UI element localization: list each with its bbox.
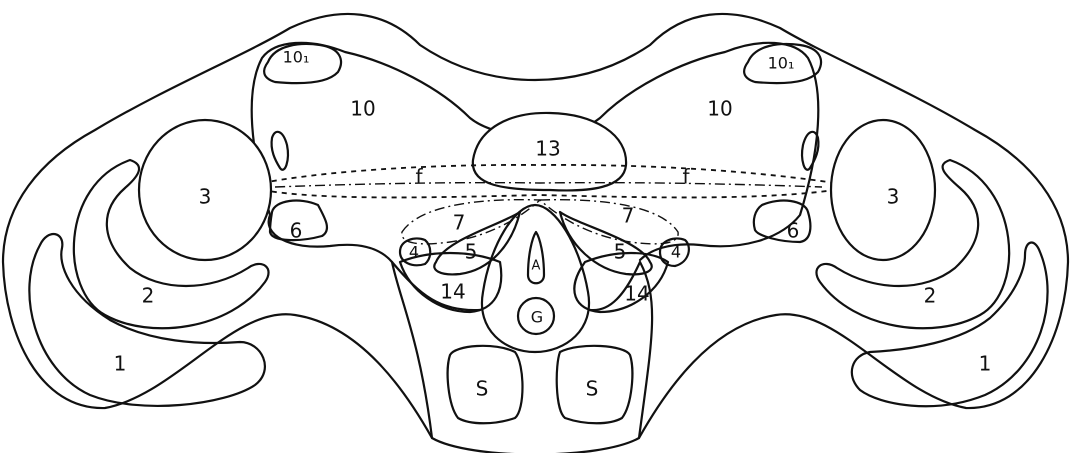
label-region-7-left: 7 bbox=[453, 211, 466, 235]
label-region-2-right: 2 bbox=[924, 284, 937, 308]
label-fiber-f-right: f bbox=[682, 165, 690, 189]
label-region-6-right: 6 bbox=[787, 219, 800, 243]
central-a-region bbox=[482, 205, 589, 352]
label-fiber-f-left: f bbox=[415, 165, 423, 189]
label-region-5-right: 5 bbox=[614, 240, 627, 264]
label-region-7-right: 7 bbox=[622, 204, 635, 228]
label-region-3-left: 3 bbox=[199, 185, 212, 209]
region-7-left bbox=[402, 200, 540, 244]
label-region-3-right: 3 bbox=[887, 185, 900, 209]
region-1-right bbox=[852, 243, 1048, 407]
label-region-s-left: S bbox=[476, 377, 489, 401]
label-region-g: G bbox=[531, 308, 543, 327]
label-region-1-left: 1 bbox=[114, 352, 127, 376]
label-region-4-left: 4 bbox=[409, 243, 419, 262]
label-region-13: 13 bbox=[535, 137, 560, 161]
region-3-right bbox=[831, 120, 935, 260]
label-region-2-left: 2 bbox=[142, 284, 155, 308]
label-region-14-left: 14 bbox=[440, 280, 465, 304]
small-oval-left bbox=[272, 132, 288, 170]
label-region-10-1-right: 10₁ bbox=[768, 54, 795, 73]
label-region-5-left: 5 bbox=[465, 240, 478, 264]
label-region-4-right: 4 bbox=[671, 243, 681, 262]
fiber-tract-lower bbox=[262, 190, 835, 197]
label-region-6-left: 6 bbox=[290, 219, 303, 243]
label-region-10-left: 10 bbox=[350, 97, 375, 121]
region-1-left bbox=[29, 234, 265, 406]
label-region-10-right: 10 bbox=[707, 97, 732, 121]
label-region-1-right: 1 bbox=[979, 352, 992, 376]
label-region-14-right: 14 bbox=[624, 282, 649, 306]
label-region-10-1-left: 10₁ bbox=[283, 48, 310, 67]
label-region-s-right: S bbox=[586, 377, 599, 401]
label-region-a: A bbox=[532, 259, 541, 274]
